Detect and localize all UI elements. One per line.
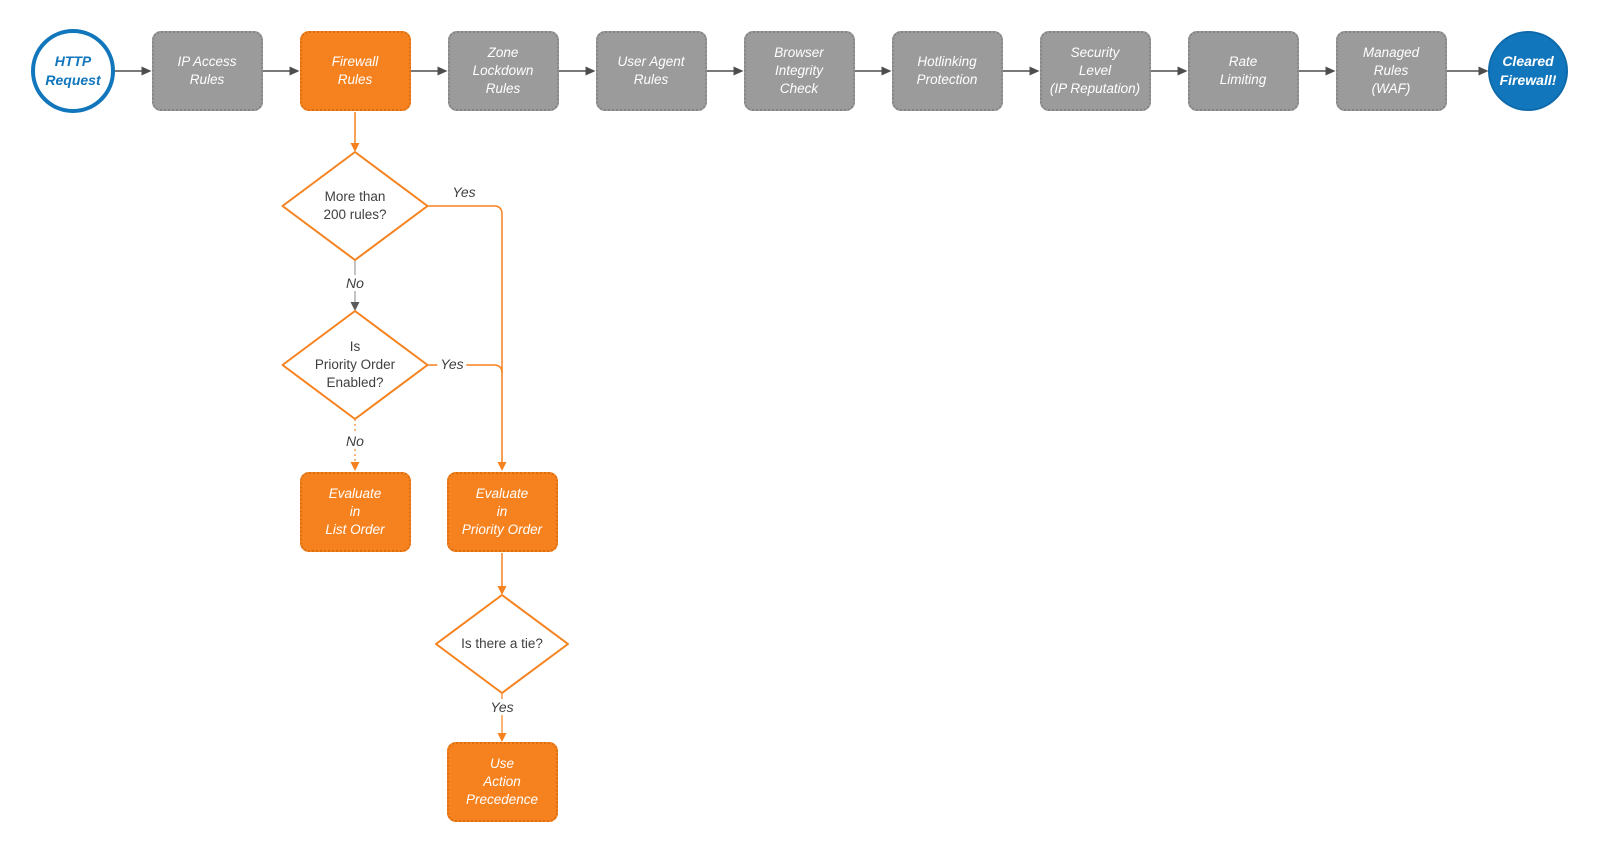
step-label: Rate Limiting [1219,54,1267,87]
edge-start-to-ip-access [115,66,152,76]
arrowhead [1177,66,1188,76]
step-label: IP Access Rules [177,54,237,87]
arrowhead [497,462,507,471]
arrowhead [289,66,300,76]
node-evaluate-in-priority-order: Evaluate in Priority Order [446,472,558,552]
step-browser-integrity-check: Browser Integrity Check [743,31,855,111]
outcome-label: Use Action Precedence [465,756,539,807]
step-security-level: Security Level (IP Reputation) [1039,31,1151,111]
arrowhead [350,462,360,471]
step-user-agent-rules: User Agent Rules [595,31,707,111]
step-label: Hotlinking Protection [916,54,978,87]
step-label: Security Level (IP Reputation) [1049,45,1141,96]
step-label: Browser Integrity Check [774,45,824,96]
arrowhead [437,66,448,76]
start-node-label: HTTP Request [45,53,101,88]
end-node-cleared-firewall: Cleared Firewall! [1488,31,1568,111]
decision-more-than-200-rules-label: More than 200 rules? [323,189,387,222]
arrowhead [1478,66,1489,76]
end-node-label: Cleared Firewall! [1499,53,1557,88]
decision-is-there-a-tie [435,594,569,694]
edge-firewall-to-decision1 [350,112,360,152]
decision-more-than-200-rules [281,151,429,261]
node-use-action-precedence: Use Action Precedence [446,742,558,822]
edge-decision2-yes-to-priority-order [427,364,503,374]
edge-ip-access-to-firewall [262,66,300,76]
step-rate-limiting: Rate Limiting [1187,31,1299,111]
edge-label-decision2-no: No [343,433,367,449]
edge-label-decision1-no: No [343,275,367,291]
edge-zone-lockdown-to-user-agent [558,66,596,76]
edge-security-level-to-rate-limiting [1150,66,1188,76]
arrowhead [350,302,360,311]
step-label: Zone Lockdown Rules [472,45,534,96]
step-label: User Agent Rules [617,54,685,87]
edge-user-agent-to-browser-integrity [706,66,744,76]
arrowhead [141,66,152,76]
decision-priority-order-enabled-label: Is Priority Order Enabled? [314,339,396,390]
edge-managed-rules-to-cleared [1446,66,1489,76]
step-label: Managed Rules (WAF) [1362,45,1420,96]
edge-label-decision3-yes: Yes [487,699,517,715]
step-zone-lockdown-rules: Zone Lockdown Rules [447,31,559,111]
edge-browser-integrity-to-hotlinking [854,66,892,76]
edge-label-decision1-yes: Yes [452,184,476,200]
decision-is-there-a-tie-label: Is there a tie? [461,636,543,651]
edge-priority-order-to-decision3 [497,553,507,595]
step-label: Firewall Rules [331,54,379,87]
node-evaluate-in-list-order: Evaluate in List Order [299,472,411,552]
edge-rate-limiting-to-managed-rules [1298,66,1336,76]
edge-firewall-to-zone-lockdown [410,66,448,76]
arrowhead [1029,66,1040,76]
arrowhead [497,586,507,595]
decision-priority-order-enabled [281,310,429,420]
step-hotlinking-protection: Hotlinking Protection [891,31,1003,111]
arrowhead [585,66,596,76]
step-ip-access-rules: IP Access Rules [151,31,263,111]
outcome-label: Evaluate in List Order [325,486,385,537]
arrowhead [881,66,892,76]
arrowhead [1325,66,1336,76]
arrowhead [733,66,744,76]
edge-label-decision2-yes: Yes [437,356,467,372]
step-firewall-rules: Firewall Rules [299,31,411,111]
edge-hotlinking-to-security-level [1002,66,1040,76]
edge-decision1-yes-to-priority-order [427,205,507,471]
arrowhead [350,143,360,152]
step-managed-rules-waf: Managed Rules (WAF) [1335,31,1447,111]
outcome-label: Evaluate in Priority Order [461,486,543,537]
start-node-http-request: HTTP Request [31,29,115,113]
arrowhead [497,733,507,742]
